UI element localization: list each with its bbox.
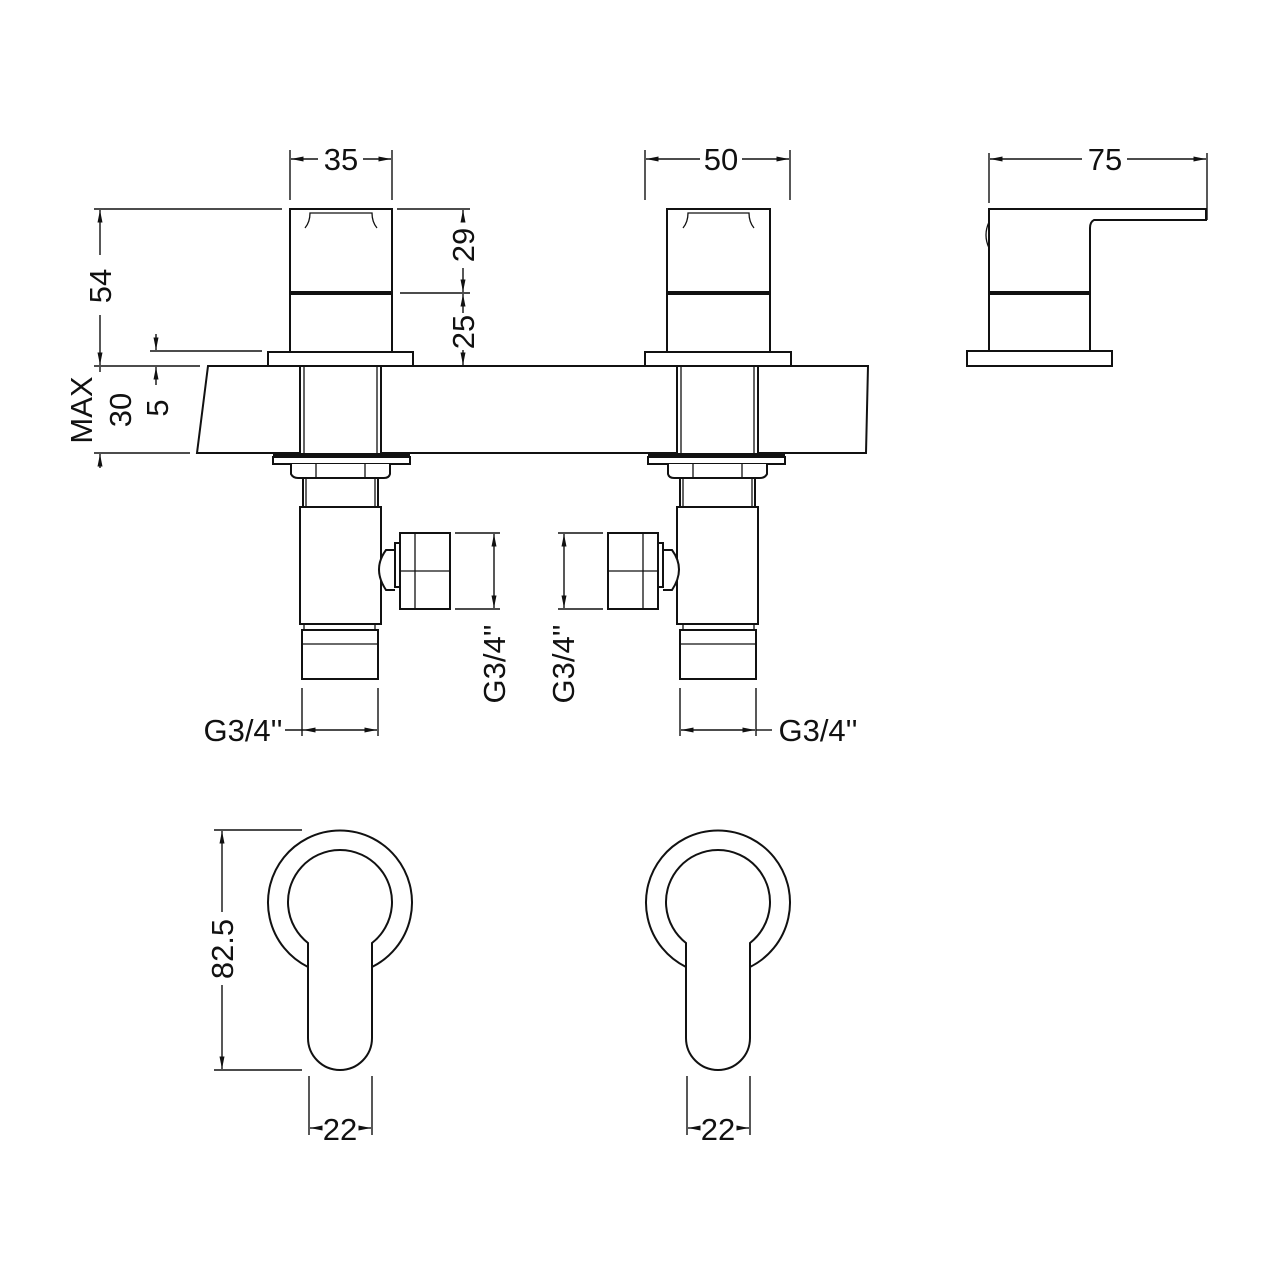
dim-75-label: 75 — [1088, 142, 1122, 177]
dim-max-label: MAX — [64, 376, 99, 444]
dim-35-label: 35 — [324, 142, 358, 177]
left-lever-plan-view — [267, 829, 413, 1071]
tap-side-view — [966, 208, 1207, 367]
right-isolation-valve — [607, 453, 786, 680]
worktop-section — [195, 365, 870, 454]
right-tap-front-view — [644, 208, 792, 367]
dim-25-label: 25 — [446, 315, 481, 349]
dim-30-label: 30 — [103, 393, 138, 427]
right-lever-plan-view — [645, 829, 791, 1071]
dimension-labels: 35 50 75 54 29 25 5 MAX 30 G3/4'' G3/4''… — [64, 142, 1122, 1147]
thread-left-side-label: G3/4'' — [477, 624, 512, 703]
dimension-lines — [94, 150, 1208, 1135]
thread-left-bottom-label: G3/4'' — [203, 713, 282, 748]
thread-right-side-label: G3/4'' — [546, 624, 581, 703]
dim-54-label: 54 — [83, 269, 118, 303]
dim-22-left-label: 22 — [323, 1112, 357, 1147]
left-tap-front-view — [267, 208, 414, 367]
dim-22-right-label: 22 — [701, 1112, 735, 1147]
dim-50-label: 50 — [704, 142, 738, 177]
dim-29-label: 29 — [446, 228, 481, 262]
dim-82-5-label: 82.5 — [205, 919, 240, 979]
left-isolation-valve — [272, 453, 451, 680]
dim-5-label: 5 — [140, 399, 175, 416]
thread-right-bottom-label: G3/4'' — [778, 713, 857, 748]
